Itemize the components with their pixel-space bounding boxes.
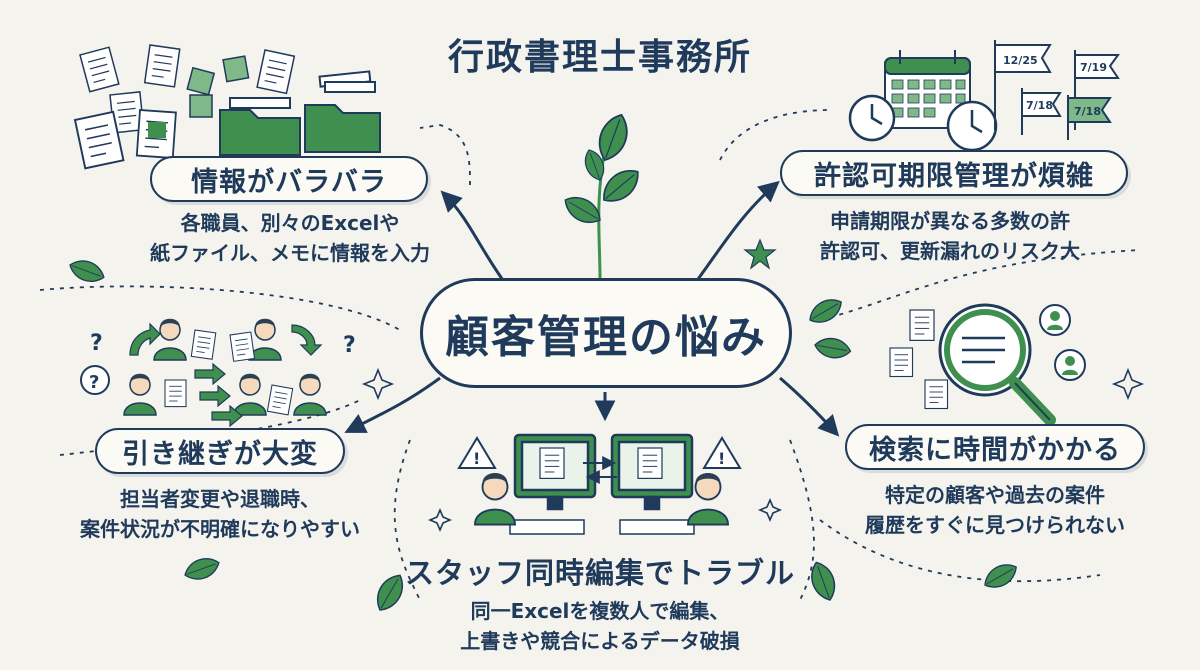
- clock-icon: [848, 94, 998, 152]
- magnifier-icon: [938, 303, 1056, 426]
- warning-mark: !: [718, 449, 725, 468]
- star-icon: [743, 238, 777, 270]
- connector-arrows: [344, 180, 840, 437]
- info-heading: 情報がバラバラ: [191, 166, 387, 198]
- svg-text:?: ?: [90, 331, 103, 356]
- arrow-to-info: [440, 190, 512, 291]
- search-description: 特定の顧客や過去の案件 履歴をすぐに見つけられない: [815, 480, 1175, 540]
- description-line: 担当者変更や退職時、: [120, 487, 320, 511]
- description-line: 紙ファイル、メモに情報を入力: [150, 241, 430, 265]
- documents-icon: [74, 44, 296, 170]
- user-icon: [1039, 304, 1086, 381]
- warning-icon: [457, 436, 742, 469]
- folder-icon: [219, 70, 381, 156]
- flag-label: 7/18: [1074, 105, 1101, 118]
- deadline-heading: 許認可期限管理が煩雑: [814, 160, 1094, 192]
- deadline-description: 申請期限が異なる多数の許 許認可、更新漏れのリスク大: [780, 206, 1120, 266]
- description-line: 各職員、別々のExcelや: [180, 211, 400, 235]
- monitor-icon: [509, 433, 695, 535]
- handover-heading: 引き継ぎが大変: [122, 438, 318, 470]
- search-heading: 検索に時間がかかる: [869, 434, 1121, 466]
- description-line: 案件状況が不明確になりやすい: [80, 517, 360, 541]
- search-heading-pill: 検索に時間がかかる: [845, 424, 1145, 470]
- flag-icon: [994, 40, 1120, 140]
- svg-text:?: ?: [89, 372, 99, 393]
- deadline-heading-pill: 許認可期限管理が煩雑: [780, 150, 1128, 196]
- description-line: 申請期限が異なる多数の許: [830, 209, 1070, 233]
- sprout-icon: [559, 109, 646, 279]
- arrow-icon: [583, 456, 617, 484]
- arrow-to-search: [779, 376, 840, 437]
- svg-text:?: ?: [343, 333, 356, 358]
- editing-description: 同一Excelを複数人で編集、 上書きや競合によるデータ破損: [400, 596, 800, 656]
- central-topic: 顧客管理の悩み: [420, 278, 792, 388]
- sparkle-icon: [361, 367, 1145, 533]
- description-line: 同一Excelを複数人で編集、: [470, 599, 730, 623]
- warning-mark: !: [473, 449, 480, 468]
- description-line: 許認可、更新漏れのリスク大: [820, 239, 1080, 263]
- flag-label: 7/19: [1080, 61, 1107, 74]
- handover-description: 担当者変更や退職時、 案件状況が不明確になりやすい: [40, 484, 400, 544]
- arrow-to-handover: [344, 376, 441, 433]
- info-heading-pill: 情報がバラバラ: [150, 156, 428, 202]
- editing-heading: スタッフ同時編集でトラブル: [404, 556, 795, 590]
- flag-label: 12/25: [1003, 54, 1038, 67]
- documents-icon: [889, 309, 949, 410]
- description-line: 特定の顧客や過去の案件: [885, 483, 1105, 507]
- description-line: 上書きや競合によるデータ破損: [460, 629, 740, 653]
- flag-label: 7/18: [1026, 99, 1053, 112]
- question-icon: ? ? ?: [80, 331, 356, 395]
- info-description: 各職員、別々のExcelや 紙ファイル、メモに情報を入力: [110, 208, 470, 268]
- description-line: 履歴をすぐに見つけられない: [865, 513, 1125, 537]
- page-title: 行政書理士事務所: [447, 37, 752, 78]
- calendar-icon: [884, 50, 971, 129]
- handover-heading-pill: 引き継ぎが大変: [95, 428, 345, 474]
- arrow-to-deadline: [688, 180, 780, 291]
- arrow-icon: [129, 322, 323, 428]
